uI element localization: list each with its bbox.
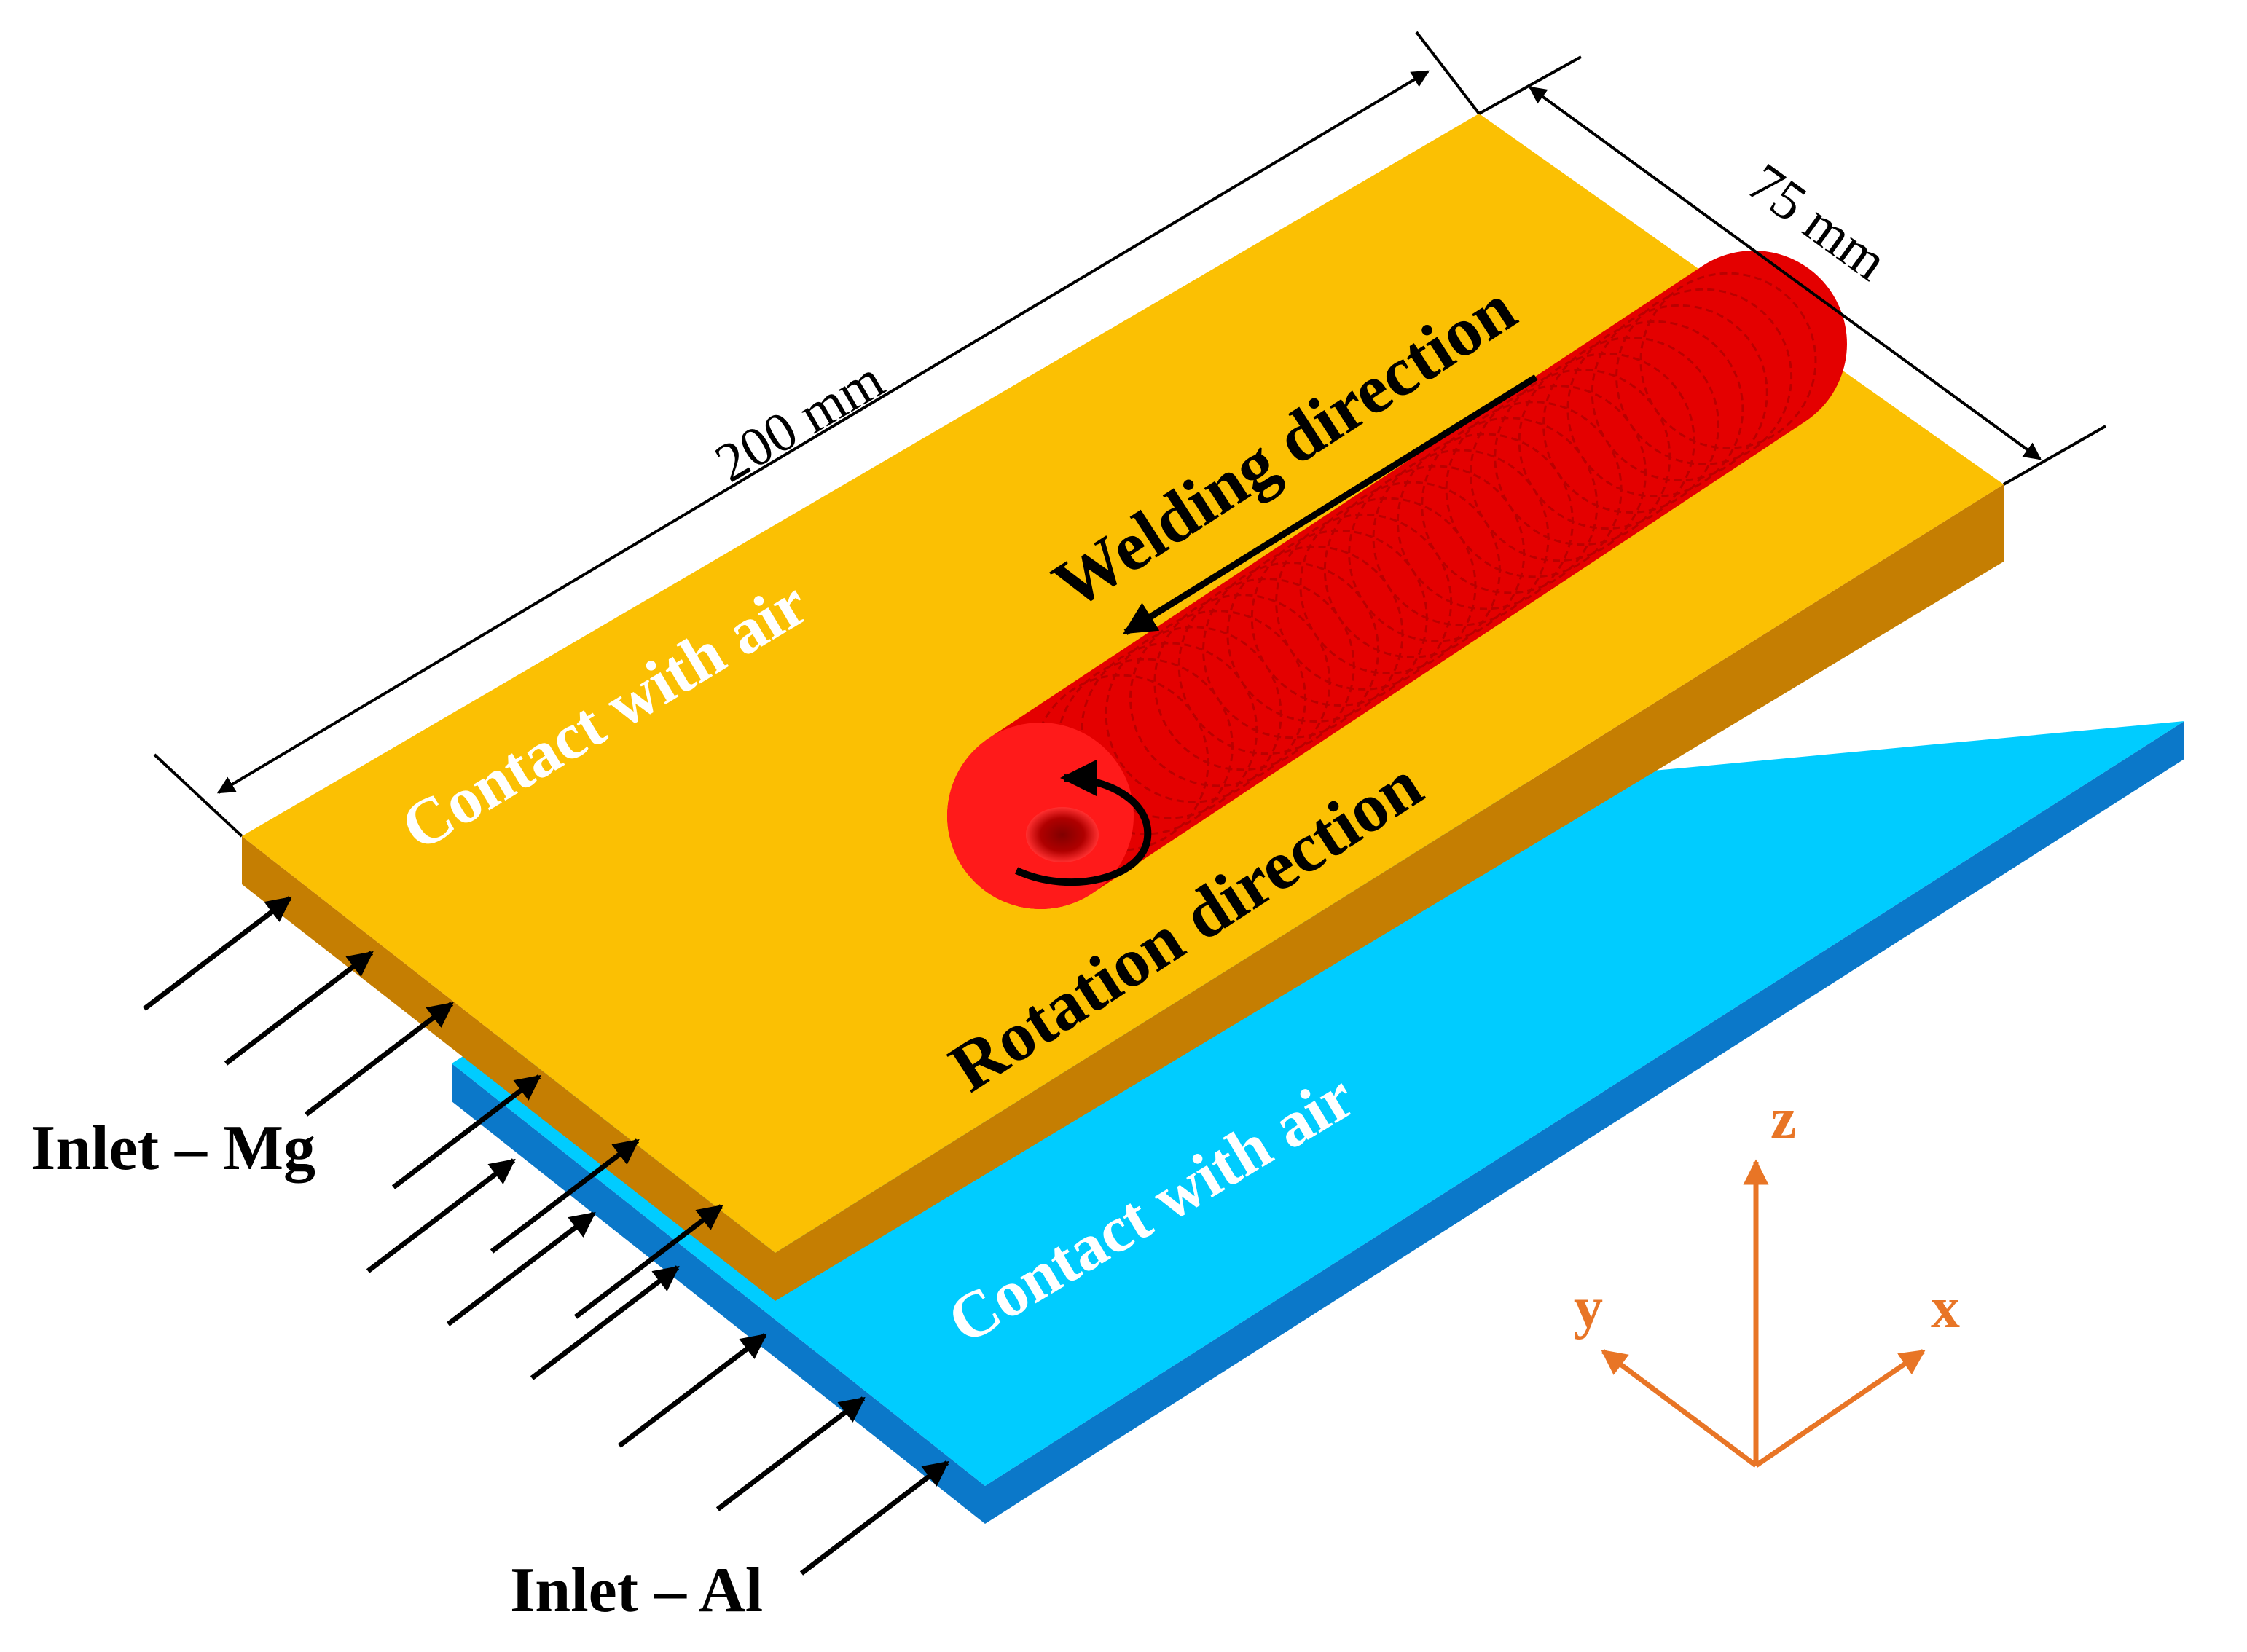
inlet-arrow [366,1158,516,1273]
length-dimension [153,31,1481,838]
inlet-mg-label: Inlet – Mg [31,1113,315,1184]
x-axis-label: x [1931,1276,1960,1340]
inlet-arrow [304,1002,454,1117]
inlet-arrow [715,1396,866,1511]
inlet-al-arrows [366,1158,949,1576]
inlet-mg-arrows [142,896,723,1319]
coordinate-axes [1601,1159,1926,1468]
y-axis-arrow [1601,1349,1758,1468]
mg-plate-left-face [242,836,775,1301]
inlet-arrow [617,1333,767,1448]
inlet-arrow [224,951,374,1066]
inlet-arrow [391,1074,541,1189]
inlet-al-label: Inlet – Al [510,1555,763,1626]
mg-plate-front-face [775,484,2004,1301]
x-axis-arrow [1754,1349,1926,1468]
z-axis-label: z [1770,1087,1797,1151]
y-axis-label: y [1574,1276,1603,1340]
inlet-arrow [446,1211,596,1326]
tool-pin [1026,807,1099,862]
inlet-arrow [142,896,292,1011]
al-plate-front-face [985,721,2184,1524]
inlet-arrow [530,1265,680,1380]
inlet-arrow [799,1460,949,1576]
inlet-arrow [573,1204,723,1319]
width-dimension [1478,55,2106,486]
inlet-arrow [490,1138,640,1254]
